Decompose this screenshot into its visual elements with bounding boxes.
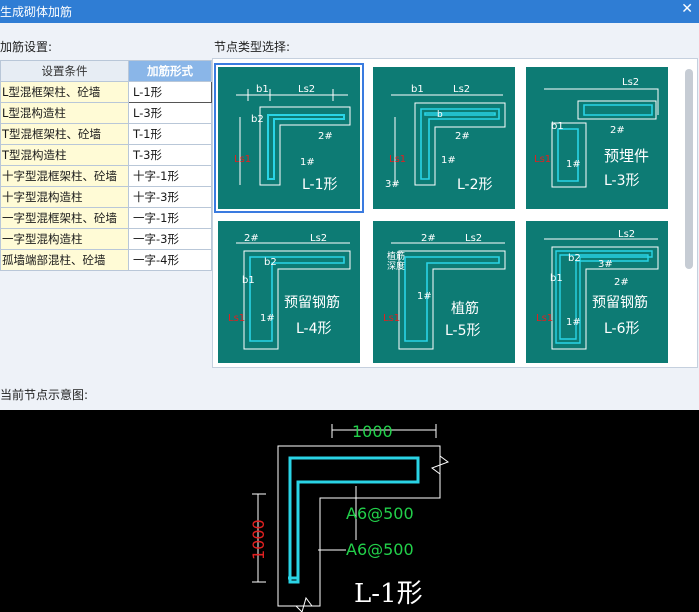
- mark-1: 1#: [417, 291, 432, 302]
- node-type-label: 节点类型选择:: [214, 40, 291, 54]
- mark-b1: b1: [242, 275, 255, 286]
- mark-ls1: Ls1: [234, 154, 251, 165]
- condition-cell: 十字型混构造柱: [0, 186, 129, 208]
- condition-cell: T型混构造柱: [0, 144, 129, 166]
- form-cell[interactable]: T-3形: [128, 144, 212, 166]
- node-l6-thumb[interactable]: Ls2 b2 3# b1 2# 1# Ls1 预留钢筋 L-6形: [526, 221, 668, 363]
- mark-b1: b1: [550, 273, 563, 284]
- close-icon[interactable]: ✕: [681, 1, 693, 17]
- node-name: L-4形: [296, 321, 332, 337]
- table-row[interactable]: 一字型混构造柱一字-3形: [0, 228, 212, 250]
- mark-2: 2#: [421, 233, 436, 244]
- mark-ls2: Ls2: [453, 84, 470, 95]
- mark-b: b: [437, 110, 443, 120]
- window-title: 生成砌体加筋: [0, 5, 73, 19]
- mark-2: 2#: [614, 277, 629, 288]
- mark-3: 3#: [385, 179, 400, 190]
- mark-b1: b1: [551, 121, 564, 132]
- node-type-gallery: b1 Ls2 b2 2# 1# Ls1 L-1形 b1 Ls2 b 2# 1# …: [212, 58, 698, 368]
- mark-ls1: Ls1: [228, 313, 245, 324]
- mark-ls2: Ls2: [618, 229, 635, 240]
- mark-1: 1#: [566, 317, 581, 328]
- node-l5-thumb[interactable]: 2# Ls2 植筋 深度 1# Ls1 植筋 L-5形: [373, 221, 515, 363]
- form-cell[interactable]: 一字-4形: [128, 249, 212, 271]
- form-cell[interactable]: 十字-1形: [128, 165, 212, 187]
- mark-1: 1#: [441, 155, 456, 166]
- note-planting: 植筋: [387, 250, 405, 262]
- table-row[interactable]: 一字型混框架柱、砼墙一字-1形: [0, 207, 212, 229]
- dim-vertical: 1000: [249, 519, 268, 560]
- mark-1: 1#: [260, 313, 275, 324]
- node-l2-thumb[interactable]: b1 Ls2 b 2# 1# 3# Ls1 L-2形: [373, 67, 515, 209]
- node-sub: 预埋件: [604, 147, 649, 165]
- table-row[interactable]: 十字型混框架柱、砼墙十字-1形: [0, 165, 212, 187]
- form-cell[interactable]: L-3形: [128, 102, 212, 124]
- note-depth: 深度: [387, 260, 405, 272]
- mark-2: 2#: [610, 125, 625, 136]
- table-row[interactable]: 十字型混构造柱十字-3形: [0, 186, 212, 208]
- node-sub: 预留钢筋: [592, 294, 648, 311]
- mark-3: 3#: [598, 259, 613, 270]
- mark-ls1: Ls1: [389, 154, 406, 165]
- node-sub: 植筋: [451, 300, 479, 317]
- node-l4-thumb[interactable]: 2# Ls2 b2 b1 1# Ls1 预留钢筋 L-4形: [218, 221, 360, 363]
- form-cell[interactable]: T-1形: [128, 123, 212, 145]
- mark-b1: b1: [411, 84, 424, 95]
- table-row[interactable]: 孤墙端部混柱、砼墙一字-4形: [0, 249, 212, 271]
- condition-cell: T型混框架柱、砼墙: [0, 123, 129, 145]
- node-name: L-2形: [457, 177, 493, 193]
- condition-cell: L型混构造柱: [0, 102, 129, 124]
- rebar-label-1: A6@500: [346, 504, 414, 523]
- shape-name: L-1形: [354, 579, 423, 609]
- mark-b1: b1: [256, 84, 269, 95]
- mark-ls2: Ls2: [465, 233, 482, 244]
- mark-ls1: Ls1: [383, 313, 400, 324]
- mark-ls1: Ls1: [536, 313, 553, 324]
- node-l3-thumb[interactable]: Ls2 b1 2# 1# Ls1 预埋件 L-3形: [526, 67, 668, 209]
- form-cell[interactable]: 十字-3形: [128, 186, 212, 208]
- condition-cell: L型混框架柱、砼墙: [0, 81, 129, 103]
- mark-1: 1#: [566, 159, 581, 170]
- node-sub: 预留钢筋: [284, 294, 340, 311]
- condition-cell: 一字型混构造柱: [0, 228, 129, 250]
- dim-horizontal: 1000: [352, 422, 393, 441]
- mark-b2: b2: [568, 253, 581, 264]
- node-name: L-3形: [604, 173, 640, 189]
- mark-1: 1#: [300, 157, 315, 168]
- node-name: L-5形: [445, 323, 481, 339]
- mark-ls2: Ls2: [298, 84, 315, 95]
- form-cell[interactable]: L-1形: [128, 81, 212, 103]
- form-cell[interactable]: 一字-1形: [128, 207, 212, 229]
- title-bar: 生成砌体加筋 ✕: [0, 0, 699, 23]
- mark-b2: b2: [264, 257, 277, 268]
- node-name: L-6形: [604, 321, 640, 337]
- mark-2: 2#: [318, 131, 333, 142]
- header-condition[interactable]: 设置条件: [0, 60, 129, 82]
- mark-2: 2#: [244, 233, 259, 244]
- node-name: L-1形: [302, 177, 338, 193]
- header-form[interactable]: 加筋形式: [128, 60, 212, 82]
- condition-cell: 孤墙端部混柱、砼墙: [0, 249, 129, 271]
- rebar-label-2: A6@500: [346, 540, 414, 559]
- current-node-preview: 1000 1000 A6@500 A6@500 L-1形: [0, 410, 699, 612]
- current-node-label: 当前节点示意图:: [0, 388, 89, 402]
- condition-cell: 一字型混框架柱、砼墙: [0, 207, 129, 229]
- form-cell[interactable]: 一字-3形: [128, 228, 212, 250]
- mark-b2: b2: [251, 114, 264, 125]
- condition-cell: 十字型混框架柱、砼墙: [0, 165, 129, 187]
- mark-ls2: Ls2: [310, 233, 327, 244]
- mark-2: 2#: [455, 131, 470, 142]
- settings-label: 加筋设置:: [0, 40, 53, 54]
- mark-ls2: Ls2: [622, 77, 639, 88]
- node-l1-thumb[interactable]: b1 Ls2 b2 2# 1# Ls1 L-1形: [214, 63, 364, 213]
- mark-ls1: Ls1: [534, 154, 551, 165]
- gallery-scrollbar[interactable]: [685, 69, 693, 269]
